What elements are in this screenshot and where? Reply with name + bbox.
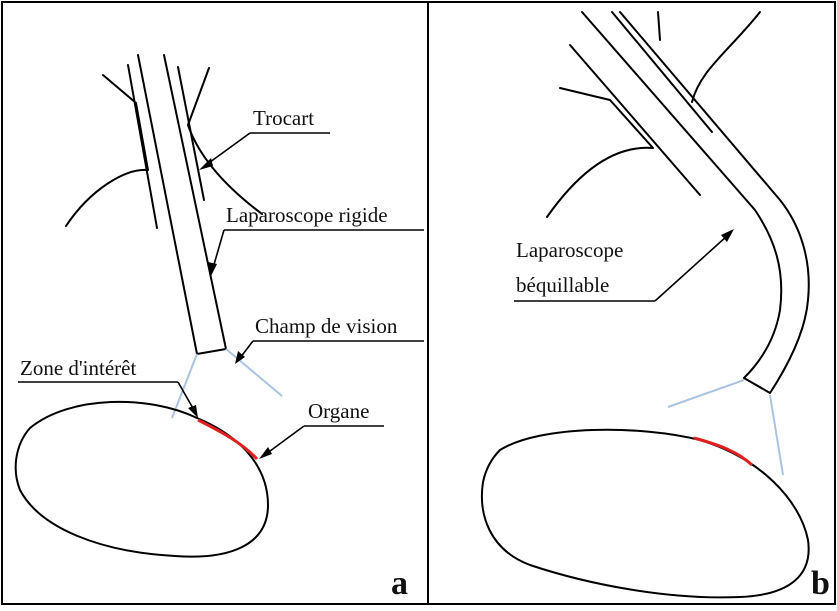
label-laparoscope-beq-line2: béquillable — [516, 273, 609, 297]
abdominal-wall-right-b — [692, 12, 760, 102]
label-laparoscope-rigide: Laparoscope rigide — [226, 203, 388, 227]
leader-organe — [266, 426, 304, 454]
rigid-laparoscope — [138, 55, 226, 354]
fov-right-line-b — [770, 395, 783, 475]
fov-left-line-b — [668, 380, 744, 407]
trocart-left-edge — [128, 65, 157, 228]
abdominal-wall-left — [66, 75, 148, 226]
label-laparoscope-beq-line1: Laparoscope — [516, 238, 623, 262]
fov-right-line — [226, 349, 282, 396]
zone-of-interest-b — [694, 438, 752, 465]
label-trocart: Trocart — [253, 106, 314, 130]
leader-laparoscope — [213, 230, 224, 268]
panel-letter-a: a — [391, 565, 408, 602]
organ — [16, 402, 268, 557]
leader-trocart — [206, 133, 250, 165]
label-zone-interet: Zone d'intérêt — [20, 356, 136, 380]
arrowhead-organe — [259, 447, 272, 459]
trocart-right-edge-b — [612, 12, 712, 132]
abdominal-wall-left-b — [547, 88, 653, 217]
panel-letter-b: b — [811, 565, 830, 602]
panel-b: Laparoscope béquillable b — [482, 12, 830, 602]
label-organe: Organe — [308, 399, 369, 423]
wall-tick-b — [658, 12, 660, 40]
trocart-left-edge-b — [570, 45, 700, 195]
leader-laparoscope-b — [655, 236, 727, 301]
abdominal-wall-right — [188, 68, 262, 214]
label-champ-de-vision: Champ de vision — [255, 314, 398, 338]
bendable-laparoscope — [582, 12, 809, 393]
panel-a: Trocart Laparoscope rigide Champ de visi… — [16, 55, 424, 602]
organ-b — [482, 430, 809, 598]
